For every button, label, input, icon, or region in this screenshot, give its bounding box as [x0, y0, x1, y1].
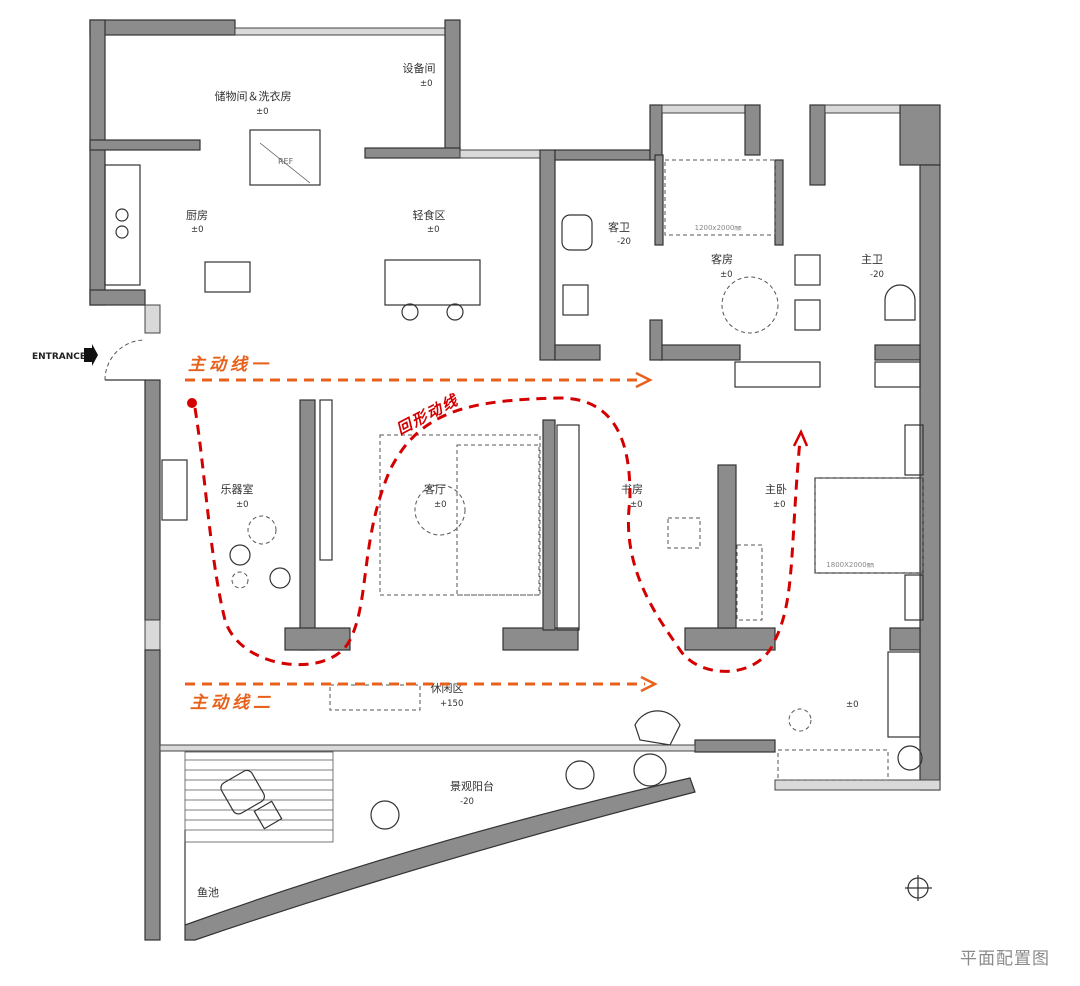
room-name: 休闲区 — [431, 681, 464, 695]
room-elevation: ±0 — [420, 79, 433, 89]
furniture — [104, 129, 932, 901]
guest-bed-size: 1200x2000㎜ — [695, 224, 742, 232]
room-elevation: -20 — [870, 270, 884, 280]
loop-route-label: 回形动线 — [393, 391, 462, 439]
main-route-1-label: 主动线一 — [188, 355, 272, 375]
main-route-2-label: 主动线二 — [190, 693, 274, 713]
drawing-title: 平面配置图 — [960, 949, 1050, 969]
circulation-routes: 主动线一 主动线二 回形动线 — [185, 355, 809, 713]
entrance: ENTRANCE — [32, 339, 146, 381]
room-name: 设备间 — [403, 61, 436, 75]
room-name: 客卫 — [608, 220, 630, 234]
room-elevation: ±0 — [630, 500, 643, 510]
entrance-label: ENTRANCE — [32, 352, 86, 362]
arrow-icon — [792, 429, 809, 447]
room-elevation: ±0 — [846, 700, 859, 710]
ref-label: REF — [278, 157, 294, 166]
entrance-arrow-icon — [84, 344, 98, 366]
room-elevation: ±0 — [720, 270, 733, 280]
room-name: 客房 — [711, 252, 733, 266]
room-name: 主卫 — [861, 253, 883, 266]
room-elevation: ±0 — [191, 225, 204, 235]
room-name: 书房 — [621, 483, 643, 496]
room-name: 储物间＆洗衣房 — [215, 89, 292, 103]
arrow-icon — [635, 371, 653, 389]
room-name: 景观阳台 — [450, 779, 494, 793]
room-name: 轻食区 — [413, 208, 446, 222]
room-labels: 储物间＆洗衣房 ±0 设备间 ±0 厨房 ±0 轻食区 ±0 客卫 -20 客房… — [186, 61, 884, 899]
room-elevation: +150 — [440, 699, 463, 709]
room-name: 主卧 — [765, 483, 787, 496]
room-elevation: -20 — [617, 237, 631, 247]
arrow-icon — [640, 675, 658, 693]
room-elevation: -20 — [460, 797, 474, 807]
room-name: 客厅 — [424, 482, 446, 496]
room-elevation: ±0 — [773, 500, 786, 510]
walls — [89, 19, 941, 941]
room-name: 乐器室 — [221, 482, 254, 496]
route-start-dot — [187, 398, 197, 408]
room-name: 鱼池 — [197, 885, 219, 899]
room-elevation: ±0 — [427, 225, 440, 235]
room-elevation: ±0 — [236, 500, 249, 510]
room-elevation: ±0 — [434, 500, 447, 510]
master-bed-size: 1800X2000㎜ — [826, 561, 873, 569]
room-name: 厨房 — [186, 209, 208, 222]
room-elevation: ±0 — [256, 107, 269, 117]
